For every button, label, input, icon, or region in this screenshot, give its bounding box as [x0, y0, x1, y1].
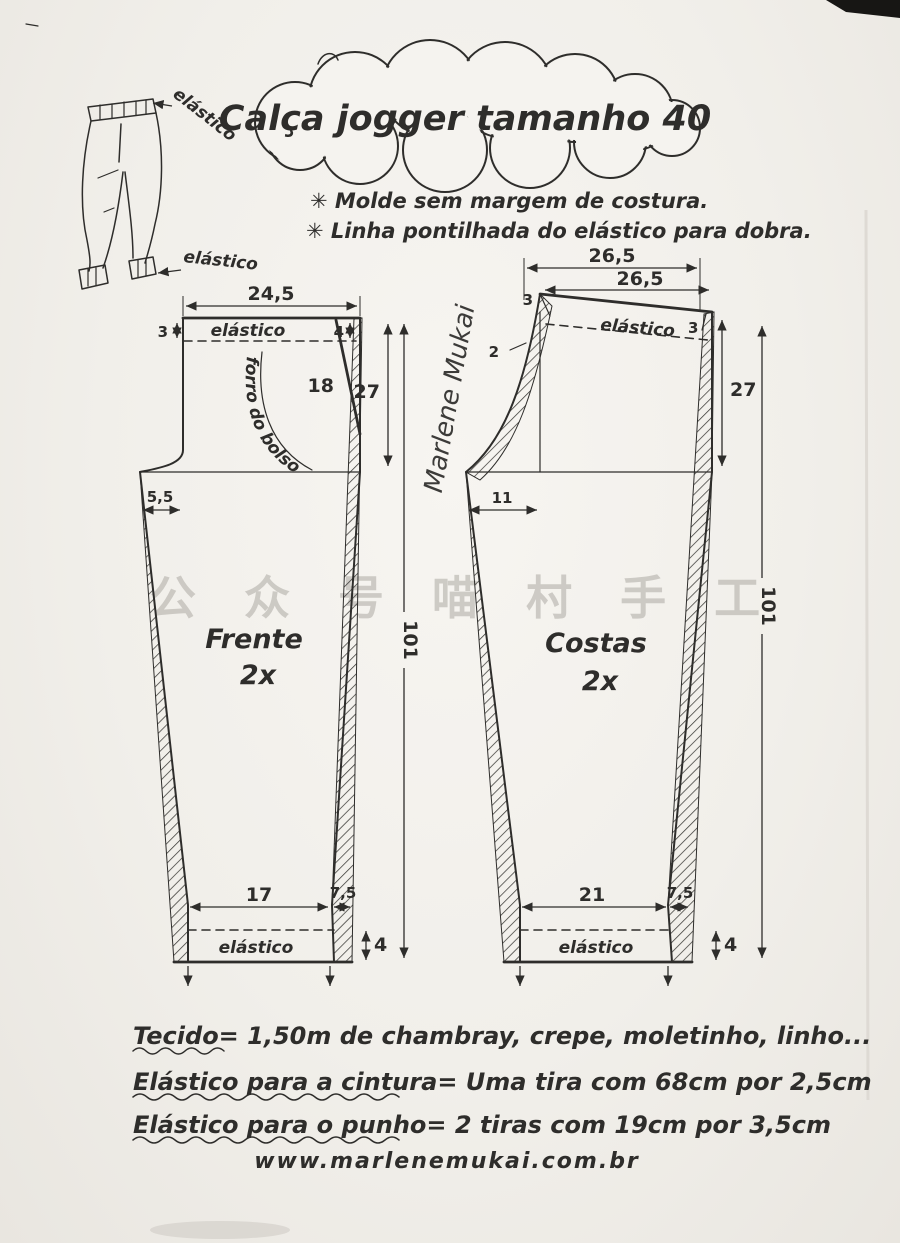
website-link: www.marlenemukai.com.br — [254, 1149, 640, 1174]
cloud-curl — [317, 52, 339, 65]
page-title: Calça jogger tamanho 40 — [219, 99, 711, 139]
back-outline — [465, 292, 714, 964]
front-hem-band: 7,5 — [330, 884, 357, 902]
back-piece: elástico Costas 2x elástico Marlene Muka… — [419, 292, 715, 986]
front-hem-height: 4 — [374, 934, 387, 956]
note-line-2: ✳ Linha pontilhada do elástico para dobr… — [306, 219, 812, 243]
front-pocket-diag: 18 — [308, 375, 334, 397]
watermark-text: 公 众 号 喵 村 手 工 — [150, 571, 776, 625]
back-left-offset: 3 — [523, 291, 533, 309]
front-piece-name: Frente — [205, 624, 303, 655]
front-rise: 27 — [354, 381, 380, 403]
back-dimensions: 26,5 26,5 3 3 2 27 101 11 21 7,5 4 — [469, 245, 779, 960]
front-left-offset: 3 — [158, 323, 168, 341]
note-line-1: ✳ Molde sem margem de costura. — [310, 189, 708, 213]
back-notch: 2 — [489, 343, 499, 361]
back-piece-qty: 2x — [582, 666, 620, 697]
back-rise: 27 — [730, 379, 756, 401]
back-rise-hatch — [465, 292, 553, 481]
front-elastic-top-label: elástico — [211, 321, 286, 341]
front-right-seam-hatch — [331, 317, 363, 963]
sketch-waist-arrow — [152, 100, 173, 110]
back-top-width-b: 26,5 — [617, 268, 664, 290]
notes: ✳ Molde sem margem de costura. ✳ Linha p… — [306, 189, 812, 243]
back-right-seam-hatch — [667, 311, 715, 963]
front-piece-qty: 2x — [240, 660, 278, 691]
title-cloud: Calça jogger tamanho 40 — [219, 39, 711, 193]
back-length: 101 — [757, 586, 779, 626]
back-top-width-a: 26,5 — [589, 245, 636, 267]
back-elastic-bottom-label: elástico — [559, 938, 634, 958]
back-left-seam-hatch — [465, 471, 521, 963]
sketch-elastic-cuff-label: elástico — [182, 247, 259, 275]
back-elastic-top-label: elástico — [600, 315, 676, 341]
front-top-width: 24,5 — [248, 283, 295, 305]
front-crotch-ext: 5,5 — [147, 488, 174, 506]
footer: Tecido= 1,50m de chambray, crepe, moleti… — [132, 1022, 872, 1174]
front-elastic-bottom-label: elástico — [219, 938, 294, 958]
sketch-cuff-arrow — [157, 266, 182, 277]
back-right-offset: 3 — [688, 319, 698, 337]
cuff-elastic-note: Elástico para o punho= 2 tiras com 19cm … — [133, 1111, 831, 1139]
front-right-offset: 4 — [334, 323, 344, 341]
front-hem-width: 17 — [246, 884, 272, 906]
back-crotch-ext: 11 — [492, 489, 513, 507]
back-hem-band: 7,5 — [667, 884, 694, 902]
back-hem-width: 21 — [579, 884, 605, 906]
fabric-note: Tecido= 1,50m de chambray, crepe, moleti… — [133, 1022, 871, 1050]
underline-fabric — [132, 1047, 225, 1055]
underline-waist-elastic — [132, 1093, 400, 1101]
back-hem-height: 4 — [724, 934, 737, 956]
front-dimensions: 24,5 3 4 18 27 101 5,5 17 7,5 4 — [143, 283, 421, 960]
back-piece-name: Costas — [545, 628, 647, 659]
scan-artifacts — [25, 0, 900, 1239]
front-pocket-lining-label: forro do bolso — [241, 356, 304, 478]
waist-elastic-note: Elástico para a cintura= Uma tira com 68… — [133, 1068, 872, 1096]
underline-cuff-elastic — [132, 1136, 400, 1144]
front-outline — [139, 316, 362, 964]
front-length: 101 — [399, 620, 421, 660]
